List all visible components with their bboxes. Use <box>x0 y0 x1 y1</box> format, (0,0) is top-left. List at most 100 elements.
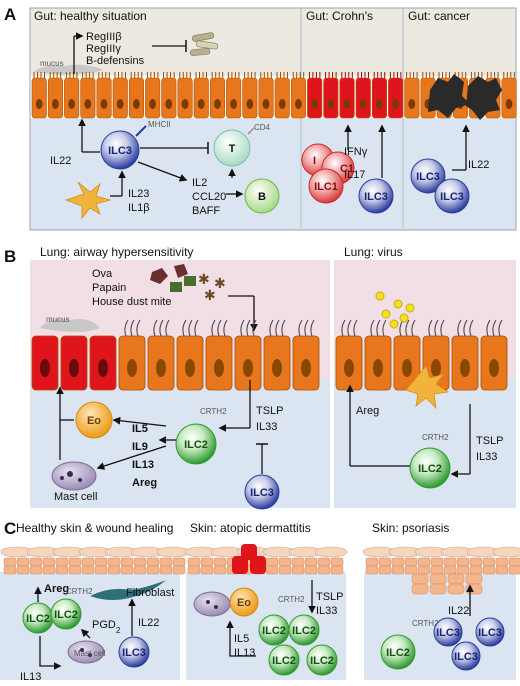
epithelial-cell <box>47 72 64 119</box>
epithelial-cell <box>355 72 371 119</box>
tumor-cells <box>428 74 502 120</box>
il22-label-gut: IL22 <box>50 155 71 167</box>
svg-text:ILC3: ILC3 <box>416 171 440 183</box>
svg-text:Eo: Eo <box>87 415 101 427</box>
lung-epithelial-cell <box>335 319 363 391</box>
svg-text:ILC3: ILC3 <box>364 191 388 203</box>
psoriatic-keratinocyte <box>465 583 483 595</box>
panel-b-letter: B <box>4 247 16 266</box>
keratinocyte <box>42 557 56 567</box>
svg-text:✱: ✱ <box>214 276 226 292</box>
keratinocyte <box>378 565 392 575</box>
fibroblast-shape <box>90 580 166 600</box>
skin-squame <box>156 546 190 558</box>
keratinocyte <box>3 557 17 567</box>
areg-label-virus: Areg <box>356 405 379 417</box>
keratinocyte <box>120 557 134 567</box>
il13-label-skin: IL13 <box>20 671 41 683</box>
lung-epithelial-cell <box>176 319 204 391</box>
crth2-label-skin-healthy: CRTH2 <box>66 587 93 596</box>
ilc2-cell-virus: ILC2 <box>409 447 451 489</box>
epithelial-cell <box>290 72 307 119</box>
panel-a: A Gut: healthy situation Gut: Crohn's Gu… <box>0 0 520 240</box>
keratinocyte <box>265 557 279 567</box>
eosinophil-lung: Eo <box>75 401 113 439</box>
keratinocyte <box>81 565 95 575</box>
keratinocyte <box>482 557 496 567</box>
keratinocyte <box>391 565 405 575</box>
epithelial-cell <box>177 72 193 119</box>
epithelial-cell <box>31 72 47 119</box>
svg-text:ILC2: ILC2 <box>292 625 316 637</box>
mucus-label-a: mucus <box>40 59 64 68</box>
keratinocyte <box>213 557 227 567</box>
svg-text:ILC3: ILC3 <box>478 627 502 639</box>
b-cell: B <box>244 178 280 214</box>
panel-c: C Healthy skin & wound healing Skin: ato… <box>0 519 520 683</box>
svg-text:ILC2: ILC2 <box>386 647 410 659</box>
psoriatic-keratinocyte <box>447 573 465 585</box>
lung-epithelial-cell <box>205 319 233 391</box>
keratinocyte <box>159 557 173 567</box>
lung-epithelial-cell <box>89 335 117 391</box>
lung-epithelial-cell <box>31 335 59 391</box>
allergen-papain: Papain <box>92 282 126 294</box>
keratinocyte <box>265 565 279 575</box>
ilc2-cell-skin-psoriasis: ILC2 <box>380 634 416 670</box>
epithelial-cell <box>274 72 290 119</box>
il5-label: IL5 <box>132 423 148 435</box>
epithelial-cell <box>242 72 258 119</box>
keratinocyte <box>55 557 69 567</box>
title-skin-atopic: Skin: atopic dermattitis <box>190 521 311 535</box>
lung-epithelial-cell <box>292 319 320 391</box>
keratinocyte <box>404 565 418 575</box>
svg-text:B: B <box>258 191 266 203</box>
keratinocyte <box>278 557 292 567</box>
title-gut-healthy: Gut: healthy situation <box>34 9 147 23</box>
epithelial-cell <box>339 72 355 119</box>
keratinocyte <box>213 565 227 575</box>
crth2-label-virus: CRTH2 <box>422 433 449 442</box>
svg-text:ILC2: ILC2 <box>310 655 334 667</box>
lung-epithelial-cell <box>480 319 508 391</box>
epithelial-cell <box>388 72 404 119</box>
il13-label: IL13 <box>132 459 154 471</box>
keratinocyte <box>430 565 444 575</box>
keratinocyte <box>200 565 214 575</box>
keratinocyte <box>172 557 186 567</box>
keratinocyte <box>3 565 17 575</box>
virus-particles <box>375 291 415 329</box>
svg-text:ILC3: ILC3 <box>454 651 478 663</box>
keratinocyte <box>55 565 69 575</box>
keratinocyte <box>16 565 30 575</box>
svg-text:ILC2: ILC2 <box>184 439 208 451</box>
crth2-label-skin-psoriasis: CRTH2 <box>412 619 439 628</box>
epithelial-cell <box>96 72 112 119</box>
skin-squame <box>492 546 520 558</box>
keratinocyte <box>508 565 520 575</box>
il1b-label: IL1β <box>128 202 150 214</box>
il9-label: IL9 <box>132 441 148 453</box>
il33-label-virus: IL33 <box>476 451 497 463</box>
mucus-label-b: mucus <box>46 315 70 324</box>
title-skin-psoriasis: Skin: psoriasis <box>372 521 449 535</box>
il13-label-skin-atopic: IL13 <box>234 647 255 659</box>
keratinocyte <box>29 557 43 567</box>
svg-text:✱: ✱ <box>198 272 210 288</box>
areg-label-skin: Areg <box>44 583 69 595</box>
svg-text:ILC1: ILC1 <box>314 181 338 193</box>
title-skin-healthy: Healthy skin & wound healing <box>16 521 173 535</box>
t-cell: T <box>213 129 251 167</box>
mast-cell-skin-atopic <box>193 591 231 617</box>
keratinocyte <box>94 557 108 567</box>
keratinocyte <box>378 557 392 567</box>
svg-text:ILC2: ILC2 <box>418 463 442 475</box>
lung-epithelium <box>31 319 508 391</box>
title-lung-virus: Lung: virus <box>344 245 403 259</box>
il33-label-lung: IL33 <box>256 421 277 433</box>
il17-label: IL17 <box>344 169 365 181</box>
mast-cell-label-lung: Mast cell <box>54 491 97 503</box>
svg-text:Eo: Eo <box>237 597 251 609</box>
svg-text:C1: C1 <box>340 163 354 175</box>
